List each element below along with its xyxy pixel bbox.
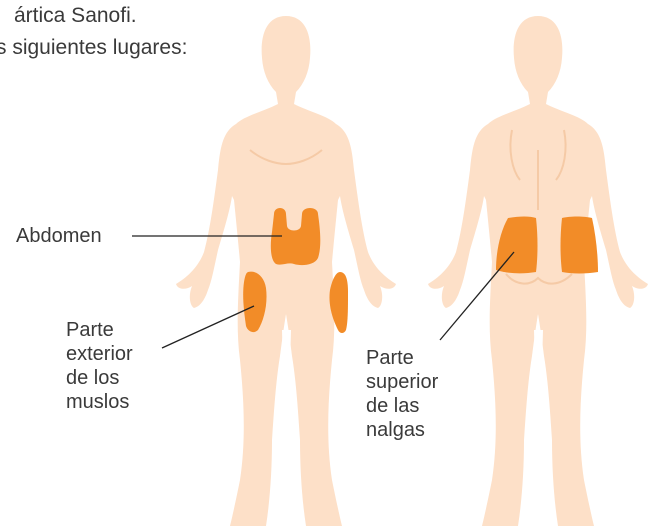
intro-line-1: ártica Sanofi. — [14, 2, 137, 29]
front-leg-gap — [282, 330, 291, 526]
buttocks-label: Parte superior de las nalgas — [366, 346, 438, 442]
thighs-label-line-4: muslos — [66, 390, 133, 414]
back-body-figure — [428, 16, 648, 526]
intro-line-2: s siguientes lugares: — [0, 34, 187, 61]
thighs-label: Parte exterior de los muslos — [66, 318, 133, 414]
buttocks-label-line-3: de las — [366, 394, 438, 418]
buttocks-label-line-4: nalgas — [366, 418, 438, 442]
abdomen-label: Abdomen — [16, 224, 102, 248]
front-body-figure — [176, 16, 396, 526]
thighs-label-line-1: Parte — [66, 318, 133, 342]
buttocks-label-line-2: superior — [366, 370, 438, 394]
back-leg-gap — [534, 330, 543, 526]
right-buttock-injection-zone — [561, 217, 599, 274]
thighs-label-line-3: de los — [66, 366, 133, 390]
thighs-label-line-2: exterior — [66, 342, 133, 366]
buttocks-label-line-1: Parte — [366, 346, 438, 370]
